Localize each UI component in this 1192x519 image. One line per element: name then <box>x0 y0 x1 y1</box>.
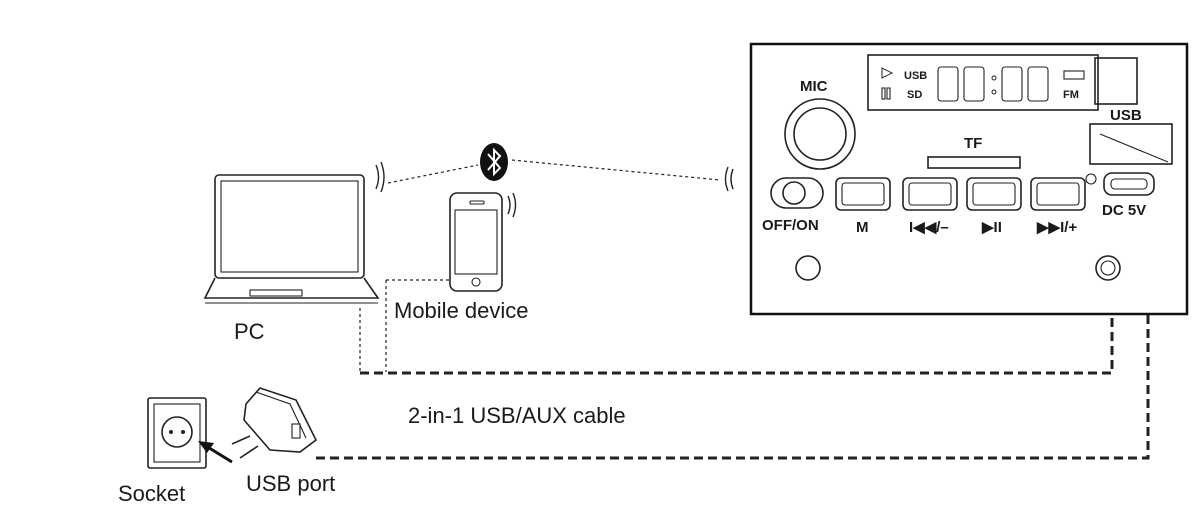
display-usb-label: USB <box>904 70 927 82</box>
next-button[interactable] <box>1030 177 1086 211</box>
display-fm-label: FM <box>1063 89 1079 101</box>
laptop-icon <box>203 161 385 304</box>
cable-lines <box>316 222 1150 460</box>
tf-label: TF <box>964 135 982 152</box>
control-panel: MIC USB SD FM USB <box>724 42 1189 316</box>
mobile-device-icon <box>449 192 517 292</box>
mic-jack[interactable] <box>784 98 856 170</box>
usb-label: USB <box>1110 107 1142 124</box>
mic-label: MIC <box>800 78 828 95</box>
display-sd-label: SD <box>907 89 922 101</box>
prev-label: I◀◀/– <box>909 219 949 236</box>
play-pause-button[interactable] <box>966 177 1022 211</box>
usb-port[interactable] <box>1089 123 1173 165</box>
play-label: ▶II <box>981 219 1002 236</box>
tf-card-slot[interactable] <box>927 156 1021 169</box>
next-label: ▶▶I/+ <box>1036 219 1077 236</box>
socket-label: Socket <box>118 481 185 506</box>
pc-label: PC <box>234 319 265 344</box>
off-on-label: OFF/ON <box>762 217 819 234</box>
bluetooth-icon <box>480 143 508 181</box>
socket-icon <box>147 397 207 469</box>
power-switch[interactable] <box>770 177 824 209</box>
m-label: M <box>856 219 869 236</box>
dc-5v-port[interactable] <box>1103 172 1155 196</box>
usb-adapter-icon <box>231 387 318 459</box>
cable-label: 2-in-1 USB/AUX cable <box>408 403 626 428</box>
signal-icon <box>724 166 729 192</box>
aux-jack[interactable] <box>1095 255 1121 281</box>
arrow-icon <box>198 441 233 464</box>
bluetooth-links <box>387 159 721 184</box>
m-button[interactable] <box>835 177 891 211</box>
prev-button[interactable] <box>902 177 958 211</box>
usb-port-label: USB port <box>246 471 335 496</box>
indicator-led <box>1085 173 1097 185</box>
mobile-device-label: Mobile device <box>394 298 529 323</box>
display-panel: USB SD FM <box>867 54 1099 111</box>
mount-hole-left <box>795 255 821 281</box>
usb-stick-icon <box>1094 57 1138 105</box>
device-leads <box>359 279 450 372</box>
dc-5v-label: DC 5V <box>1102 202 1146 219</box>
display-digits <box>937 66 1049 102</box>
